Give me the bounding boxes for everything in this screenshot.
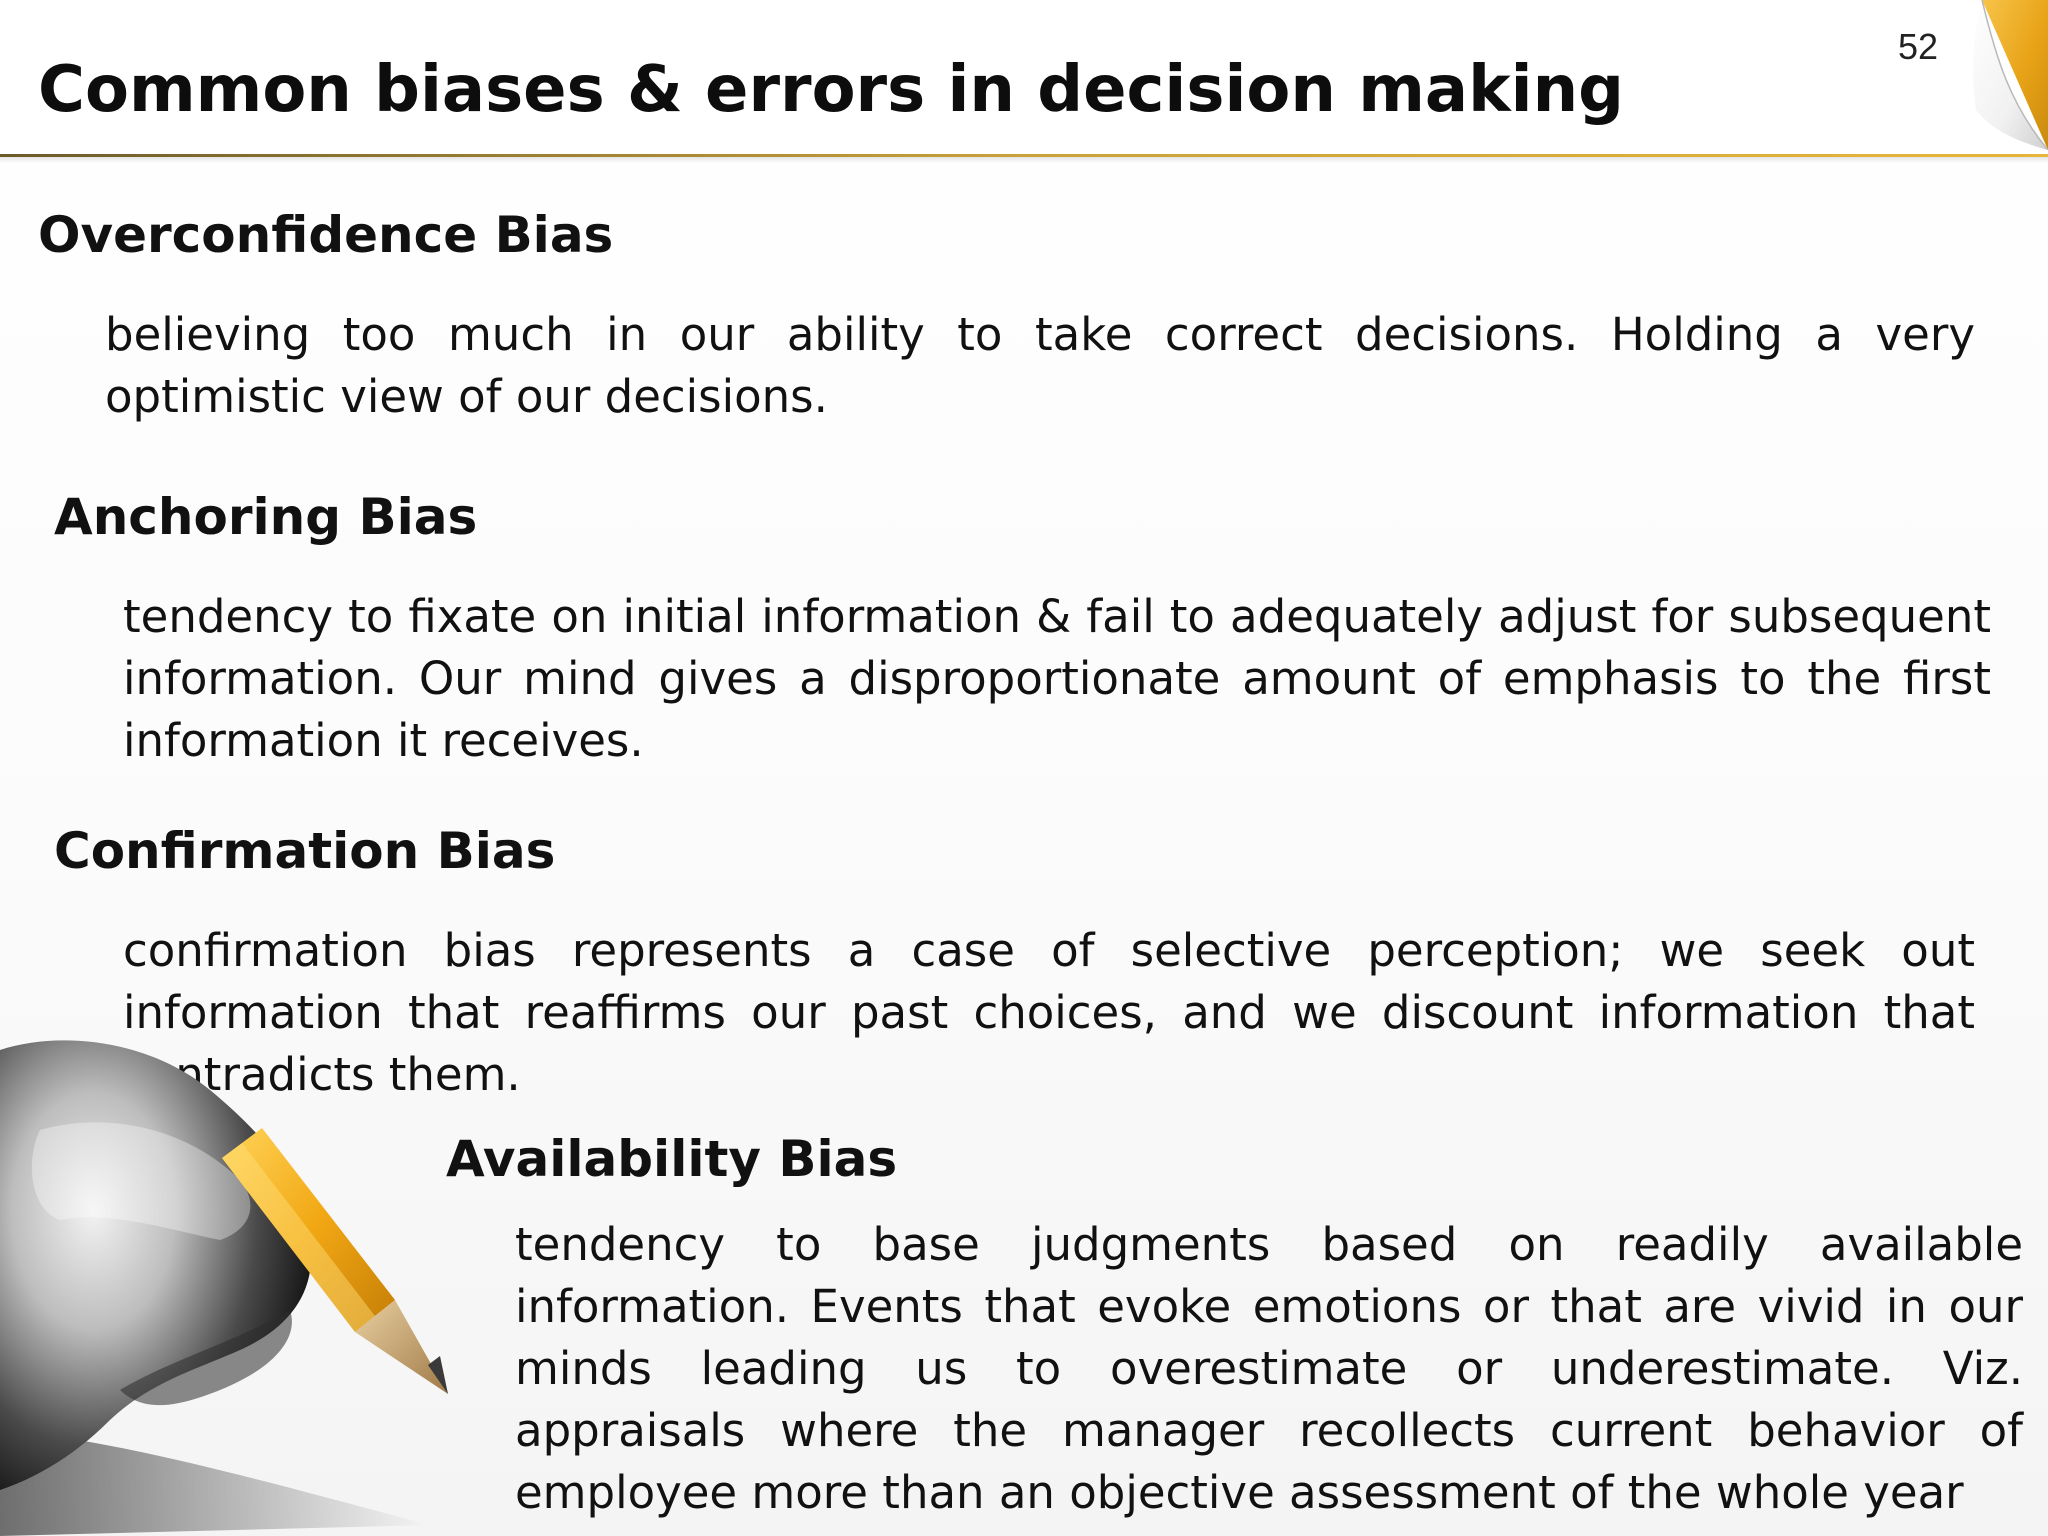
section-heading-overconfidence: Overconfidence Bias [38,206,614,264]
title-divider [0,154,2048,157]
slide-title: Common biases & errors in decision makin… [38,53,1624,127]
section-heading-availability: Availability Bias [446,1130,898,1188]
section-text-anchoring: tendency to fixate on initial informatio… [123,590,1991,767]
section-heading-confirmation: Confirmation Bias [54,822,556,880]
page-number: 52 [1898,26,1939,67]
section-heading-anchoring: Anchoring Bias [54,488,478,546]
title-bar [0,0,2048,156]
hand-holding-pencil-icon [0,1040,448,1536]
section-text-availability: tendency to base judgments based on read… [515,1218,2023,1519]
title-divider-shadow [0,157,2048,163]
section-text-confirmation: confirmation bias represents a case of s… [123,924,1975,1101]
section-text-overconfidence: believing too much in our ability to tak… [105,308,1975,423]
page-curl-icon [1973,0,2048,150]
